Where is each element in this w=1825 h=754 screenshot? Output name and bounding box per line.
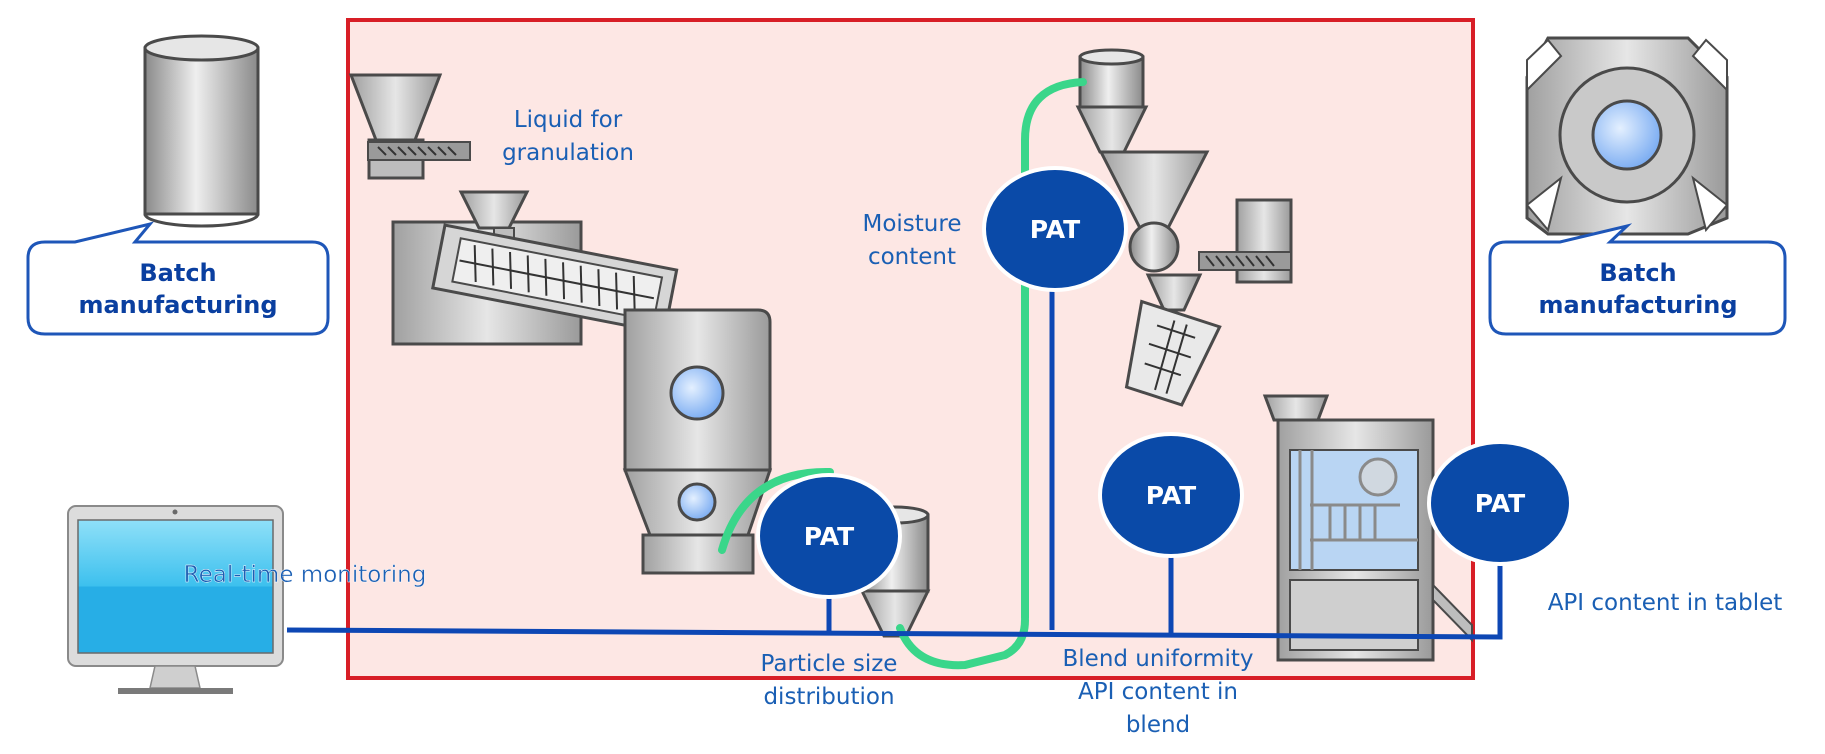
- api-tablet-label: API content in tablet: [1548, 590, 1783, 616]
- realtime-monitoring-label: Real-time monitoring: [184, 562, 427, 588]
- pat-node-blend: PAT: [1098, 432, 1244, 558]
- monitor-icon: [67, 505, 284, 694]
- blend-label-line3: blend: [1126, 712, 1190, 738]
- pat-label-2: PAT: [1030, 215, 1081, 244]
- blend-label-line1: Blend uniformity: [1063, 646, 1254, 672]
- batch-callout-left: Batch manufacturing: [26, 221, 330, 336]
- blend-label-line2: API content in: [1078, 679, 1238, 705]
- liquid-label-line2: granulation: [502, 140, 634, 166]
- pat-label-4: PAT: [1475, 489, 1526, 518]
- batch-label-left-line1: Batch: [139, 259, 216, 287]
- pat-node-moisture: PAT: [982, 166, 1128, 292]
- pat-label-1: PAT: [804, 522, 855, 551]
- moisture-label-line2: content: [868, 244, 956, 270]
- fluid-bed-dryer: [622, 308, 773, 575]
- pat-node-particle-size: PAT: [756, 473, 902, 599]
- batch-callout-right: Batch manufacturing: [1488, 223, 1787, 336]
- batch-blender-right: [1525, 36, 1729, 236]
- feeder-unit-right: [1198, 198, 1293, 284]
- batch-label-right-line1: Batch: [1599, 259, 1676, 287]
- mill-and-blender-column: [1075, 48, 1222, 407]
- batch-label-left-line2: manufacturing: [78, 291, 277, 319]
- moisture-label-line1: Moisture: [863, 211, 962, 237]
- particle-label-line2: distribution: [763, 684, 894, 710]
- batch-label-right-line2: manufacturing: [1538, 291, 1737, 319]
- particle-label-line1: Particle size: [761, 651, 898, 677]
- pat-node-tablet: PAT: [1427, 440, 1573, 566]
- batch-cylinder-left: [143, 34, 260, 228]
- data-signal-lines: [286, 290, 1503, 640]
- liquid-label-line1: Liquid for: [514, 107, 623, 133]
- feeder-hopper-1: [348, 73, 471, 180]
- pat-label-3: PAT: [1146, 481, 1197, 510]
- twin-screw-granulator: [391, 190, 679, 346]
